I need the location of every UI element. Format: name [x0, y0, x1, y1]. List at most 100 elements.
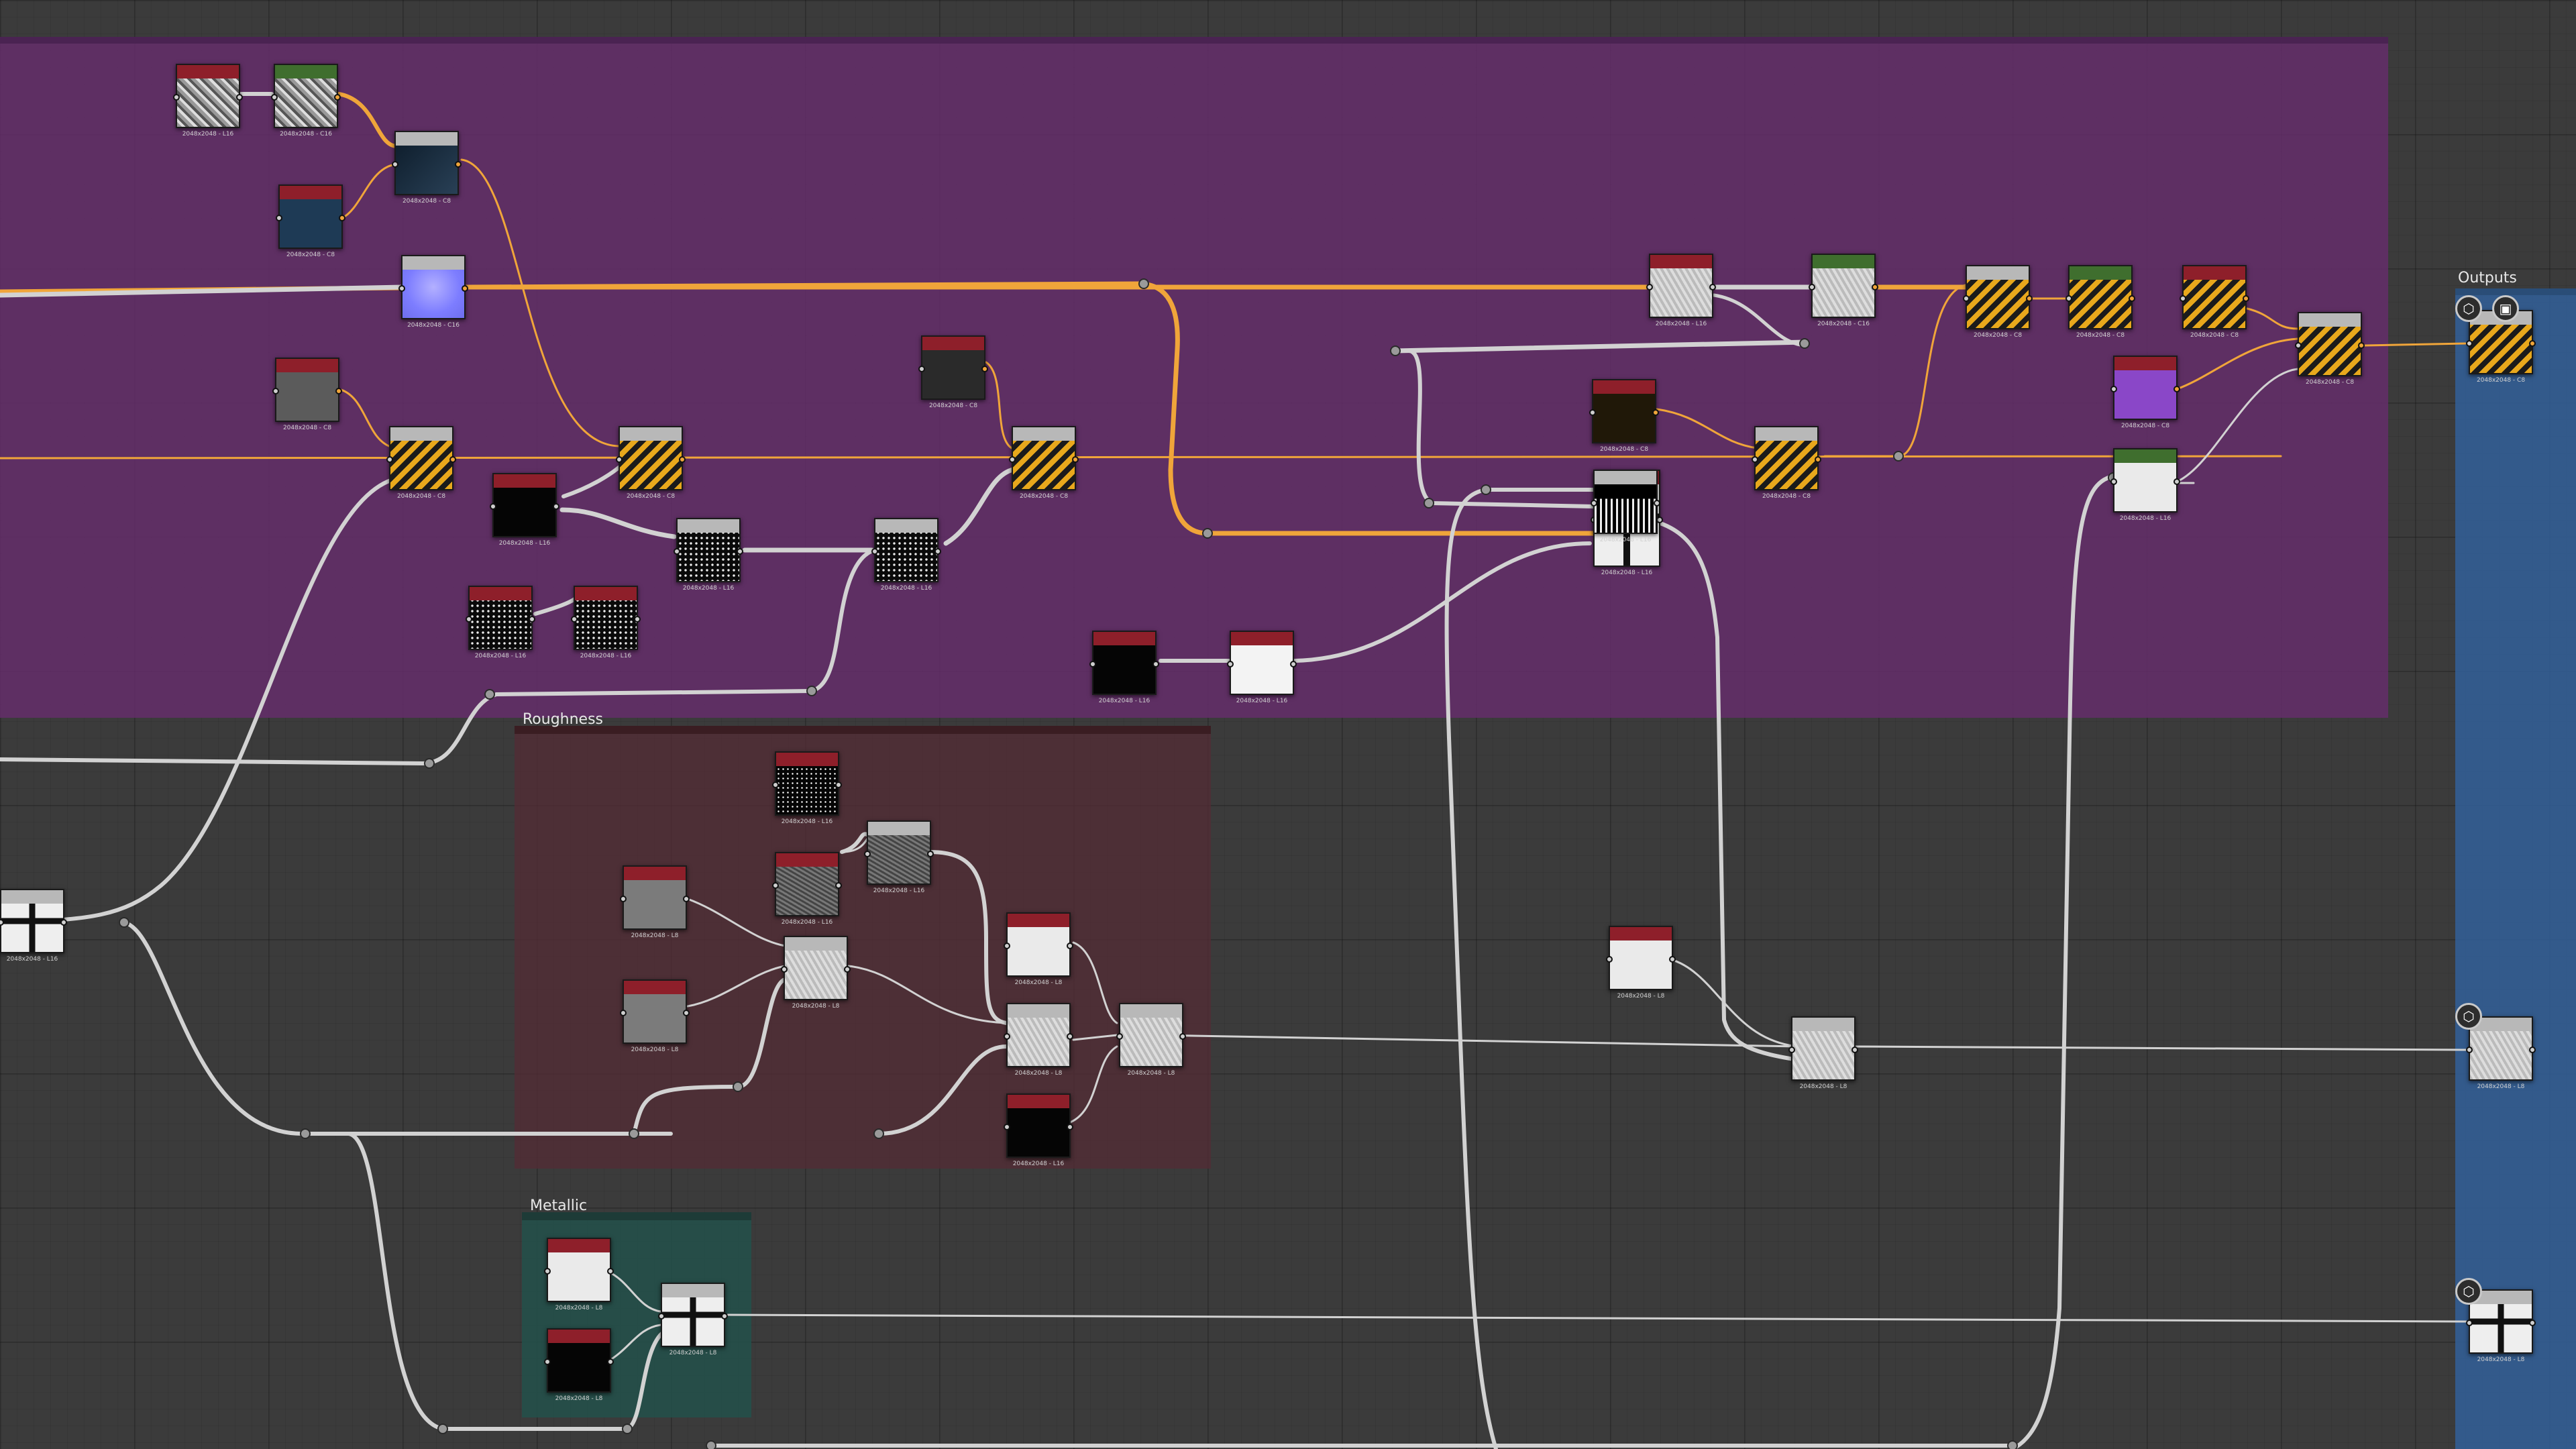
input-pin[interactable]: [2180, 295, 2186, 302]
input-pin[interactable]: [1004, 1124, 1010, 1130]
output-pin[interactable]: [462, 285, 468, 292]
output-pin[interactable]: [981, 366, 988, 372]
graph-node[interactable]: 2048x2048 - L8: [620, 979, 690, 1053]
input-pin[interactable]: [392, 161, 398, 168]
graph-node[interactable]: 2048x2048 - L8: [1788, 1016, 1858, 1090]
input-pin[interactable]: [772, 882, 779, 889]
input-pin[interactable]: [2466, 1046, 2473, 1053]
graph-node[interactable]: 2048x2048 - L16: [772, 852, 842, 926]
output-pin[interactable]: [339, 215, 345, 221]
input-pin[interactable]: [173, 94, 180, 101]
output-pin[interactable]: [553, 503, 559, 510]
output-pin[interactable]: [844, 966, 851, 973]
output-pin[interactable]: [1067, 1033, 1073, 1040]
graph-node[interactable]: 2048x2048 - L16: [2110, 448, 2180, 522]
graph-node[interactable]: 2048x2048 - L16: [772, 751, 842, 825]
input-pin[interactable]: [466, 616, 472, 623]
input-pin[interactable]: [2110, 386, 2117, 392]
input-pin[interactable]: [2110, 478, 2117, 485]
output-pin[interactable]: [1152, 661, 1159, 667]
output-pin[interactable]: [679, 456, 686, 463]
graph-node[interactable]: 2048x2048 - C8: [276, 184, 345, 258]
input-pin[interactable]: [1591, 500, 1597, 506]
graph-node[interactable]: 2048x2048 - C8: [918, 335, 988, 409]
frame-roughness[interactable]: Roughness: [515, 711, 1211, 1169]
graph-node[interactable]: 2048x2048 - L8: [1004, 912, 1073, 986]
output-pin[interactable]: [1067, 943, 1073, 949]
input-pin[interactable]: [1752, 456, 1758, 463]
graph-node[interactable]: 2048x2048 - C8: [2295, 312, 2365, 386]
graph-node[interactable]: 2048x2048 - L8: [1606, 926, 1676, 1000]
input-pin[interactable]: [620, 896, 627, 902]
output-pin[interactable]: [60, 919, 67, 926]
graph-node[interactable]: 2048x2048 - C8: [1009, 426, 1079, 500]
input-pin[interactable]: [2466, 340, 2473, 347]
input-pin[interactable]: [272, 388, 279, 394]
output-display-icon[interactable]: ▣: [2492, 295, 2519, 322]
output-pin[interactable]: [2243, 295, 2249, 302]
output-pin[interactable]: [1179, 1033, 1186, 1040]
output-pin[interactable]: [1709, 284, 1716, 290]
input-pin[interactable]: [1963, 295, 1970, 302]
input-pin[interactable]: [1004, 943, 1010, 949]
graph-node[interactable]: 2048x2048 - L16: [1591, 470, 1660, 543]
graph-node[interactable]: 2048x2048 - L16: [864, 820, 934, 894]
input-pin[interactable]: [1116, 1033, 1123, 1040]
graph-node[interactable]: 2048x2048 - C16: [271, 64, 341, 138]
output-pin[interactable]: [1669, 956, 1676, 963]
input-pin[interactable]: [772, 782, 779, 788]
graph-node[interactable]: 2048x2048 - L8: [1116, 1003, 1186, 1077]
output-pin[interactable]: [2129, 295, 2135, 302]
graph-node[interactable]: 2048x2048 - C16: [398, 255, 468, 329]
input-pin[interactable]: [674, 548, 680, 555]
graph-node[interactable]: 2048x2048 - C8: [272, 358, 342, 431]
input-pin[interactable]: [490, 503, 496, 510]
output-pin[interactable]: [2026, 295, 2033, 302]
graph-node[interactable]: 2048x2048 - C8: [392, 131, 462, 205]
output-pin[interactable]: [1290, 661, 1297, 667]
input-pin[interactable]: [2065, 295, 2072, 302]
output-pin[interactable]: [1851, 1046, 1858, 1053]
input-pin[interactable]: [1227, 661, 1234, 667]
graph-node[interactable]: 2048x2048 - L8: [620, 865, 690, 939]
output-pin[interactable]: [1652, 409, 1659, 416]
input-pin[interactable]: [781, 966, 788, 973]
output-pin[interactable]: [236, 94, 243, 101]
graph-node[interactable]: 2048x2048 - L16: [0, 889, 67, 963]
graph-node[interactable]: 2048x2048 - C8: [616, 426, 686, 500]
input-pin[interactable]: [544, 1358, 551, 1365]
graph-node[interactable]: 2048x2048 - L16: [1227, 631, 1297, 704]
graph-node[interactable]: 2048x2048 - C16: [1809, 254, 1878, 327]
input-pin[interactable]: [571, 616, 578, 623]
graph-node[interactable]: 2048x2048 - L16: [571, 586, 641, 659]
output-pin[interactable]: [1654, 500, 1660, 506]
graph-node[interactable]: 2048x2048 - C8: [1963, 265, 2033, 339]
input-pin[interactable]: [2295, 342, 2302, 349]
input-pin[interactable]: [620, 1010, 627, 1016]
input-pin[interactable]: [864, 851, 871, 857]
input-pin[interactable]: [918, 366, 925, 372]
graph-node[interactable]: 2048x2048 - C8: [2110, 356, 2180, 429]
output-pin[interactable]: [2529, 1320, 2536, 1326]
input-pin[interactable]: [544, 1268, 551, 1275]
graph-node[interactable]: 2048x2048 - L8: [544, 1328, 614, 1402]
output-cube-icon[interactable]: ⬡: [2455, 1003, 2482, 1030]
input-pin[interactable]: [386, 456, 393, 463]
graph-node[interactable]: 2048x2048 - C8: [2180, 265, 2249, 339]
graph-node[interactable]: 2048x2048 - C8: [2065, 265, 2135, 339]
input-pin[interactable]: [616, 456, 623, 463]
output-pin[interactable]: [334, 94, 341, 101]
input-pin[interactable]: [1606, 956, 1613, 963]
output-pin[interactable]: [2529, 1046, 2536, 1053]
graph-node[interactable]: 2048x2048 - L8: [658, 1283, 728, 1356]
graph-node[interactable]: 2048x2048 - L8: [1004, 1003, 1073, 1077]
input-pin[interactable]: [398, 285, 405, 292]
output-cube-icon[interactable]: ⬡: [2455, 1278, 2482, 1305]
graph-node[interactable]: 2048x2048 - C8: [1589, 379, 1659, 453]
output-pin[interactable]: [934, 548, 941, 555]
frame-outputs[interactable]: Outputs: [2455, 270, 2576, 1449]
graph-node[interactable]: 2048x2048 - L8: [781, 936, 851, 1010]
graph-node[interactable]: 2048x2048 - L16: [674, 518, 743, 592]
input-pin[interactable]: [271, 94, 278, 101]
